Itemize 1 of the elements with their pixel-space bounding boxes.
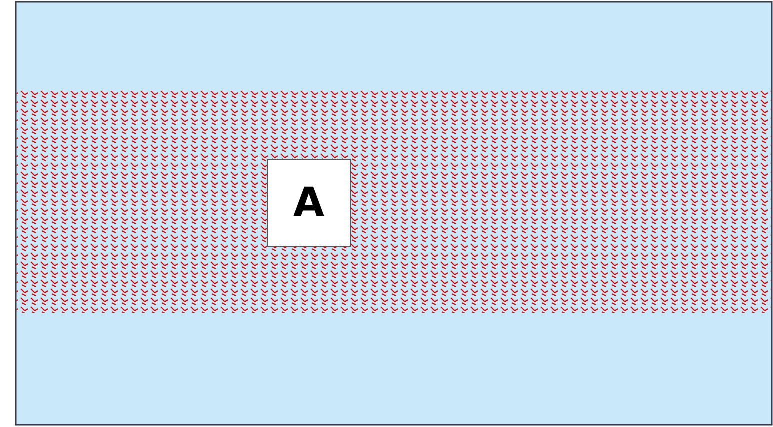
label-box: A (267, 159, 351, 247)
